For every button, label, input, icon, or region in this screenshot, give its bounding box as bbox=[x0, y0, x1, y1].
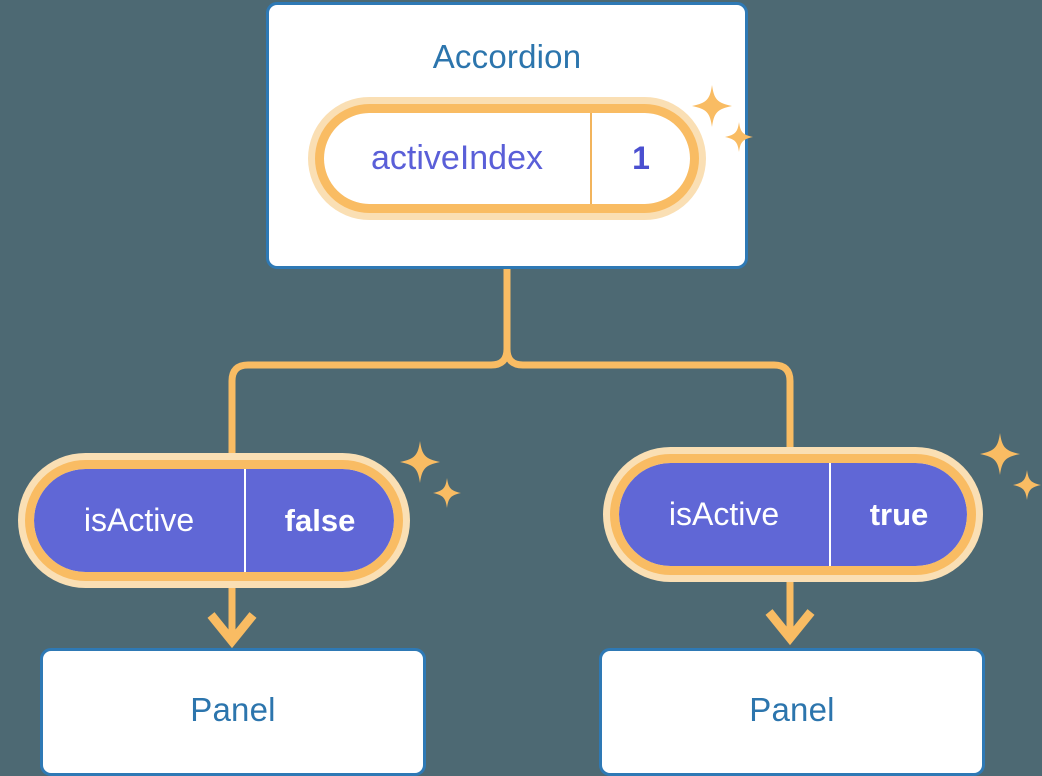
state-badge-body: isActive false bbox=[34, 469, 394, 572]
state-badge-key: activeIndex bbox=[324, 113, 592, 204]
state-badge-ring: isActive false bbox=[25, 460, 403, 581]
panel-title: Panel bbox=[749, 691, 835, 728]
panel-card-right[interactable]: Panel bbox=[599, 648, 985, 776]
state-badge-value: false bbox=[284, 502, 356, 538]
panel-card-left[interactable]: Panel bbox=[40, 648, 426, 776]
arrow-down-icon-left bbox=[207, 612, 257, 649]
state-badge-body: activeIndex 1 bbox=[324, 113, 690, 204]
state-badge-body: isActive true bbox=[619, 463, 967, 566]
connector-bus-left bbox=[228, 348, 511, 462]
arrow-down-icon-right bbox=[765, 609, 815, 646]
state-badge-value: 1 bbox=[632, 140, 650, 176]
panel-title: Panel bbox=[190, 691, 276, 728]
accordion-title: Accordion bbox=[432, 38, 582, 75]
state-badge-is-active-false[interactable]: isActive false bbox=[18, 453, 410, 588]
connector-bus-right bbox=[503, 348, 794, 457]
state-badge-key: isActive bbox=[34, 469, 246, 572]
state-badge-ring: isActive true bbox=[610, 454, 976, 575]
state-badge-active-index[interactable]: activeIndex 1 bbox=[308, 97, 706, 220]
state-badge-ring: activeIndex 1 bbox=[315, 104, 699, 213]
state-badge-is-active-true[interactable]: isActive true bbox=[603, 447, 983, 582]
state-badge-value: true bbox=[869, 496, 929, 532]
state-badge-key: isActive bbox=[619, 463, 831, 566]
